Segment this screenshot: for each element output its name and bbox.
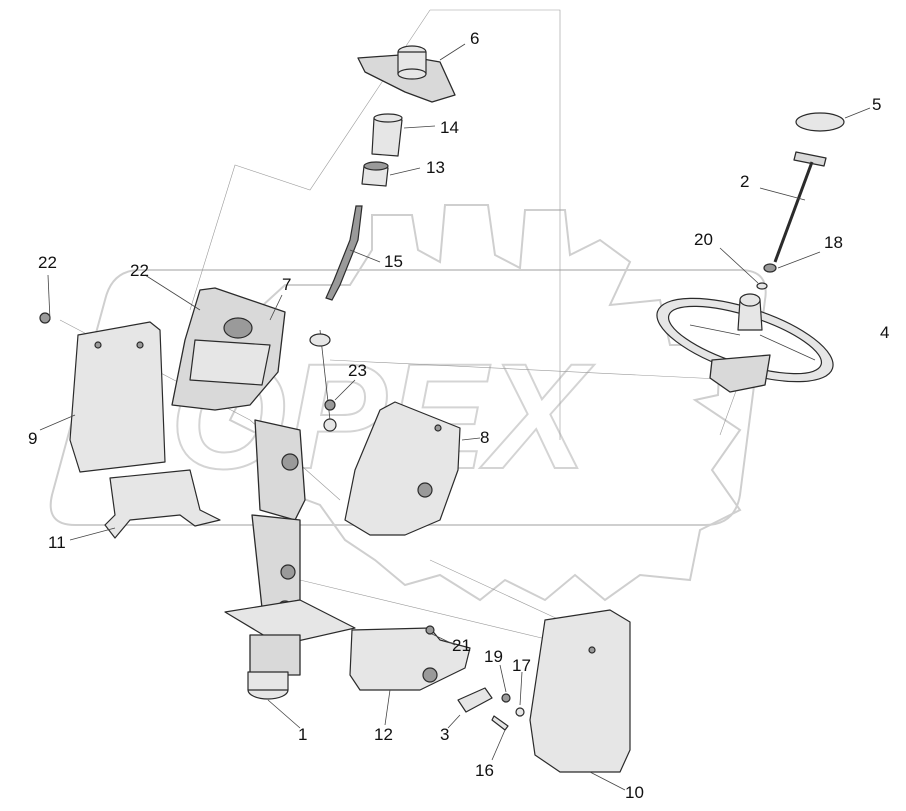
part-9-side-panel	[69, 321, 166, 473]
label-6: 6	[470, 29, 479, 48]
part-15-shaft	[325, 205, 363, 301]
label-7: 7	[282, 275, 291, 294]
label-22b: 22	[130, 261, 149, 280]
part-13-bushing	[361, 161, 389, 187]
label-8: 8	[480, 428, 489, 447]
label-16: 16	[475, 761, 494, 780]
label-2: 2	[740, 172, 749, 191]
part-14-bushing	[371, 113, 403, 157]
label-9: 9	[28, 429, 37, 448]
part-7-bracket	[171, 287, 286, 411]
label-17: 17	[512, 656, 531, 675]
leader-lines	[39, 43, 871, 791]
label-19: 19	[484, 647, 503, 666]
part-6-top-cover	[357, 45, 456, 103]
part-8-front-cover	[344, 401, 461, 536]
label-13: 13	[426, 158, 445, 177]
part-3-pin	[457, 687, 493, 713]
label-22a: 22	[38, 253, 57, 272]
part-16-bolt	[491, 715, 509, 731]
part-21-screw	[425, 625, 435, 635]
watermark-gear	[223, 204, 742, 602]
part-5-horn-cap	[795, 112, 845, 132]
label-23: 23	[348, 361, 367, 380]
label-12: 12	[374, 725, 393, 744]
label-15: 15	[384, 252, 403, 271]
part-17-washer	[515, 707, 525, 717]
part-20-washer	[756, 282, 768, 290]
label-21: 21	[452, 636, 471, 655]
label-1: 1	[298, 725, 307, 744]
label-3: 3	[440, 725, 449, 744]
label-11: 11	[48, 533, 66, 552]
label-4: 4	[880, 323, 889, 342]
label-20: 20	[694, 230, 713, 249]
part-1-steering-column	[224, 329, 356, 700]
label-5: 5	[872, 95, 881, 114]
construction-lines	[59, 9, 741, 641]
part-19-nut	[501, 693, 511, 703]
part-11-lower-bracket	[104, 469, 221, 539]
label-10: 10	[625, 783, 644, 802]
part-10-lower-cover	[529, 609, 631, 773]
part-4-steering-wheel	[656, 293, 834, 393]
label-14: 14	[440, 118, 459, 137]
part-22-screw	[39, 312, 51, 324]
label-18: 18	[824, 233, 843, 252]
part-18-nut	[763, 263, 777, 273]
part-23-screw	[323, 399, 337, 432]
part-2-rod	[773, 151, 827, 263]
callout-labels: 1 2 3 4 5 6 7 8 9 10 11 12 13 14 15 16 1…	[28, 29, 889, 802]
